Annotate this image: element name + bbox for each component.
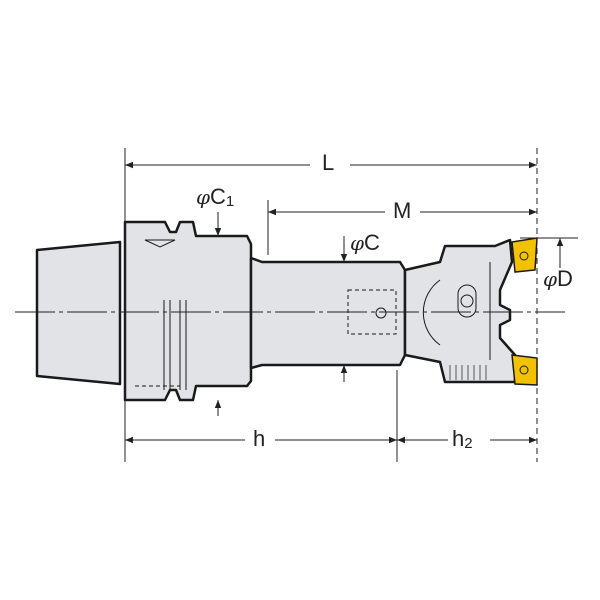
dim-h2-label: h2 <box>452 426 473 452</box>
taper-shank <box>35 240 122 386</box>
dim-phiC-label: φC <box>350 230 380 255</box>
shank-body <box>249 256 407 370</box>
cutter-body <box>403 238 517 384</box>
dim-phiC1-label: φC1 <box>196 184 235 210</box>
insert-bottom <box>511 354 538 386</box>
dim-phiD-label: φD <box>543 266 573 291</box>
insert-top <box>511 237 538 273</box>
dim-L-label: L <box>322 150 335 175</box>
dim-h-label: h <box>253 426 266 451</box>
dim-M-label: M <box>393 198 412 223</box>
flange <box>123 220 253 402</box>
